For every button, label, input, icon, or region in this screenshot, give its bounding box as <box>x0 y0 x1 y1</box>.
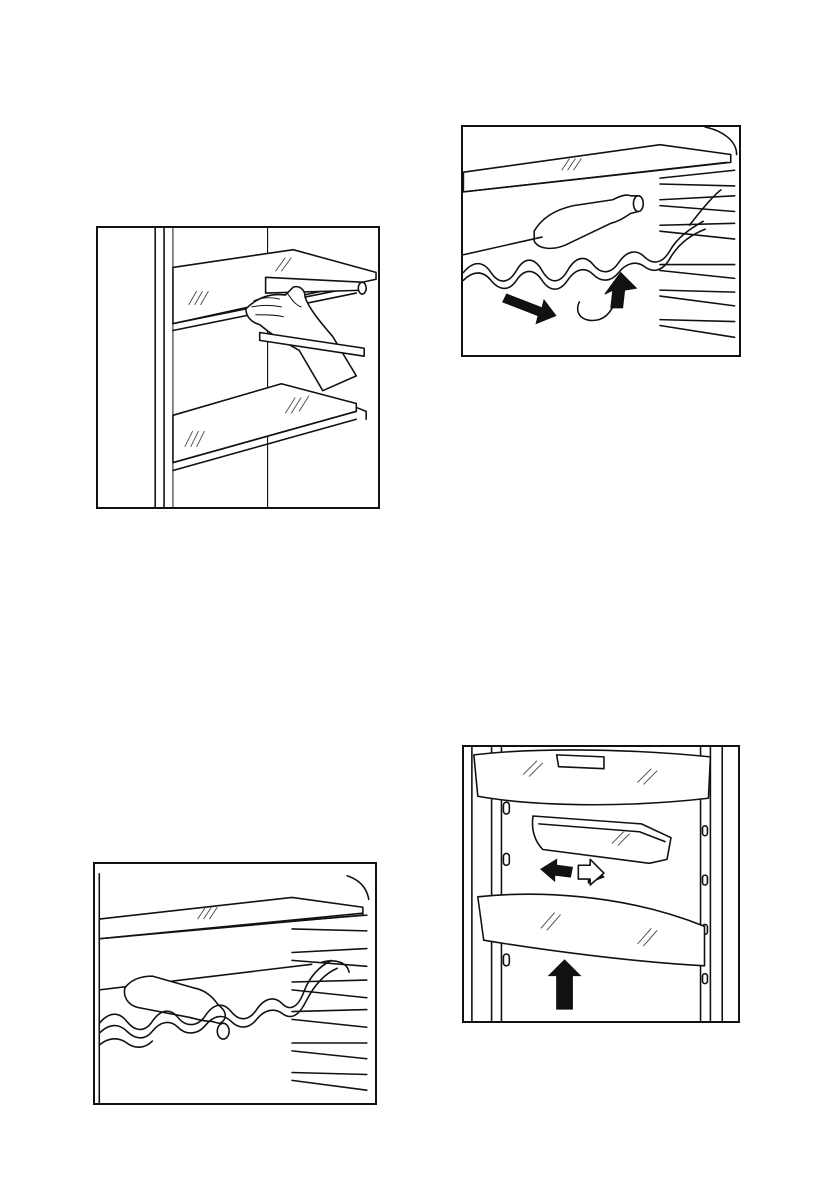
figure-wine-rack <box>93 862 377 1105</box>
arrow-up-icon <box>549 960 581 1009</box>
shelf-slot-group <box>292 915 367 1090</box>
wine-bottle-rack-icon <box>95 864 375 1103</box>
shelf-slot-group <box>660 170 735 337</box>
figure-door-bins <box>462 745 740 1023</box>
door-shelf-bins-icon <box>464 747 738 1021</box>
arrow-down-right-icon <box>503 294 556 323</box>
arrow-left-icon <box>541 859 573 881</box>
hand-holding-shelf-icon <box>98 228 378 507</box>
figure-wine-rack-removal <box>461 125 741 357</box>
wine-rack-tilt-remove-icon <box>463 127 739 355</box>
figure-shelf-removal <box>96 226 380 509</box>
